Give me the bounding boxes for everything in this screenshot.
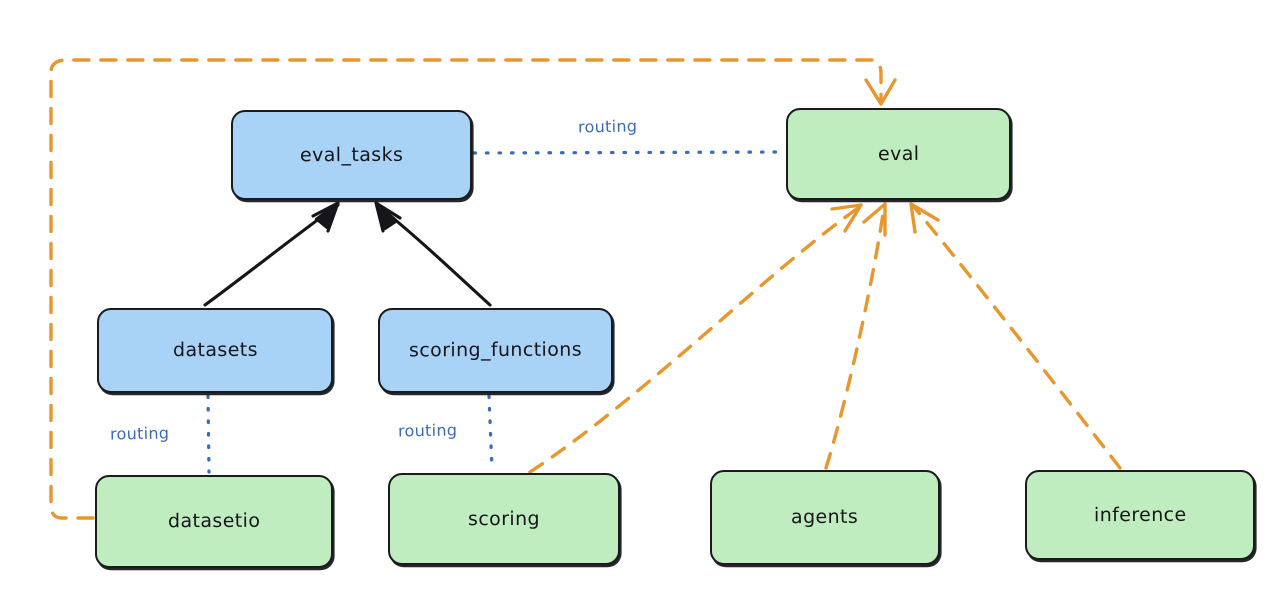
node-datasetio[interactable]: datasetio (95, 475, 333, 568)
edge-agents-to-eval (824, 202, 887, 470)
node-eval-tasks-label: eval_tasks (299, 143, 404, 166)
node-datasetio-label: datasetio (167, 509, 261, 533)
edge-label-routing-scoring-functions-scoring: routing (397, 420, 458, 441)
node-datasets-label: datasets (172, 338, 258, 362)
edge-eval-tasks-to-eval (472, 150, 786, 155)
node-inference[interactable]: inference (1025, 470, 1255, 560)
node-eval-label: eval (877, 142, 920, 165)
edge-label-routing-datasets-datasetio: routing (109, 423, 170, 444)
node-eval[interactable]: eval (786, 108, 1011, 200)
edge-label-routing-eval-tasks-eval: routing (577, 116, 638, 137)
node-scoring[interactable]: scoring (388, 473, 620, 565)
edge-inference-to-eval (909, 202, 1122, 470)
node-scoring-label: scoring (467, 507, 541, 530)
node-agents[interactable]: agents (710, 470, 940, 565)
edge-scoring-functions-to-scoring (487, 394, 494, 472)
node-eval-tasks[interactable]: eval_tasks (231, 110, 472, 200)
node-scoring-functions[interactable]: scoring_functions (378, 308, 613, 393)
edge-datasets-to-datasetio (206, 394, 211, 474)
edge-datasets-to-eval-tasks (203, 201, 340, 307)
edge-scoring-functions-to-eval-tasks (374, 201, 492, 307)
node-datasets[interactable]: datasets (97, 308, 333, 393)
node-agents-label: agents (791, 505, 859, 529)
edge-datasetio-to-eval-wraparound (49, 58, 897, 520)
node-scoring-functions-label: scoring_functions (408, 338, 583, 362)
node-inference-label: inference (1093, 503, 1187, 526)
